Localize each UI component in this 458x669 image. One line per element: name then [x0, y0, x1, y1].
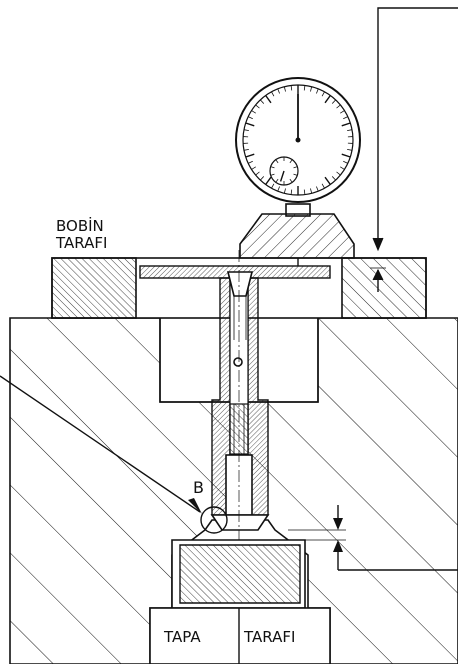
- left-pad: [52, 258, 136, 318]
- dial-gauge: [236, 78, 360, 266]
- detail-b-label: B: [193, 478, 204, 497]
- gauge-base: [240, 214, 354, 258]
- pin-ball: [234, 358, 242, 366]
- bobbin-side-label-2: TARAFI: [55, 234, 107, 252]
- bobbin-side-label-1: BOBİN: [56, 216, 104, 235]
- gauge-hub: [296, 138, 301, 143]
- plug-side-label-left: TAPA: [163, 628, 201, 646]
- top-dimension-leader: [370, 8, 458, 292]
- right-pad: [342, 258, 426, 318]
- plug-side-label-right: TARAFI: [243, 628, 295, 646]
